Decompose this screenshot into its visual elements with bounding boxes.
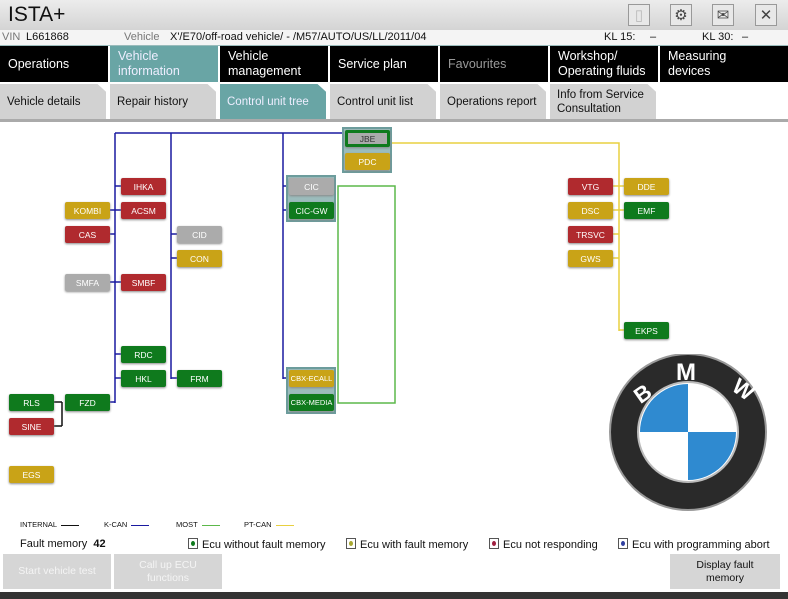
ecu-cid[interactable]: CID [177, 226, 222, 243]
ecu-cic-gw[interactable]: CIC-GW [289, 202, 334, 219]
ecu-dde[interactable]: DDE [624, 178, 669, 195]
subtab-control-unit-list[interactable]: Control unit list [330, 84, 436, 119]
ecu-egs[interactable]: EGS [9, 466, 54, 483]
tab-vehicle-information[interactable]: Vehicle information [110, 46, 220, 82]
status-with-fault: Ecu with fault memory [346, 538, 468, 551]
bottom-border [0, 592, 788, 599]
gear-icon[interactable]: ⚙ [670, 4, 692, 26]
subtab-repair-history[interactable]: Repair history [110, 84, 216, 119]
vehicle-label: Vehicle [124, 31, 160, 43]
ecu-cic[interactable]: CIC [289, 178, 334, 195]
ecu-acsm[interactable]: ACSM [121, 202, 166, 219]
subtab-vehicle-details[interactable]: Vehicle details [0, 84, 106, 119]
call-up-ecu-functions-button[interactable]: Call up ECU functions [114, 554, 222, 589]
subtab-operations-report[interactable]: Operations report [440, 84, 546, 119]
mail-icon[interactable]: ✉ [712, 4, 734, 26]
tab-service-plan[interactable]: Service plan [330, 46, 440, 82]
ecu-frm[interactable]: FRM [177, 370, 222, 387]
ecu-cbx-media[interactable]: CBX-MEDIA [289, 394, 334, 411]
display-fault-memory-button[interactable]: Display fault memory [670, 554, 780, 589]
start-vehicle-test-button[interactable]: Start vehicle test [3, 554, 111, 589]
kl30-value: – [742, 31, 749, 43]
fault-count: 42 [93, 538, 106, 550]
ecu-smbf[interactable]: SMBF [121, 274, 166, 291]
ecu-rdc[interactable]: RDC [121, 346, 166, 363]
ecu-cas[interactable]: CAS [65, 226, 110, 243]
kl30-label: KL 30: [702, 31, 734, 43]
subtab-control-unit-tree[interactable]: Control unit tree [220, 84, 326, 119]
close-icon[interactable]: ✕ [755, 4, 777, 26]
ecu-fzd[interactable]: FZD [65, 394, 110, 411]
title-bar: ISTA+ ▯ ⚙ ✉ ✕ [0, 0, 788, 30]
ecu-vtg[interactable]: VTG [568, 178, 613, 195]
ecu-gws[interactable]: GWS [568, 250, 613, 267]
ecu-rls[interactable]: RLS [9, 394, 54, 411]
tab-operations[interactable]: Operations [0, 46, 110, 82]
most-ring [337, 185, 396, 404]
ecu-smfa[interactable]: SMFA [65, 274, 110, 291]
subtab-service-consultation[interactable]: Info from Service Consultation [550, 84, 656, 119]
status-no-fault: Ecu without fault memory [188, 538, 326, 551]
ecu-con[interactable]: CON [177, 250, 222, 267]
tab-measuring-devices[interactable]: Measuring devices [668, 49, 727, 78]
ecu-trsvc[interactable]: TRSVC [568, 226, 613, 243]
ecu-ihka[interactable]: IHKA [121, 178, 166, 195]
legend-internal: INTERNAL [20, 520, 80, 529]
vehicle-value: X'/E70/off-road vehicle/ - /M57/AUTO/US/… [170, 31, 427, 43]
ecu-dsc[interactable]: DSC [568, 202, 613, 219]
ecu-ekps[interactable]: EKPS [624, 322, 669, 339]
tab-workshop[interactable]: Workshop/ Operating fluids [550, 46, 660, 82]
ecu-hkl[interactable]: HKL [121, 370, 166, 387]
ecu-cbx-ecall[interactable]: CBX-ECALL [289, 370, 334, 387]
main-nav: Operations Vehicle information Vehicle m… [0, 46, 788, 82]
status-not-responding: Ecu not responding [489, 538, 598, 551]
app-title: ISTA+ [8, 3, 66, 26]
sub-nav: Vehicle details Repair history Control u… [0, 84, 788, 122]
kl15-value: – [650, 31, 657, 43]
svg-text:M: M [676, 359, 696, 386]
bmw-logo: B M W [609, 354, 767, 511]
ptcan-lines [392, 142, 624, 331]
tab-vehicle-management[interactable]: Vehicle management [220, 46, 330, 82]
ecu-sine[interactable]: SINE [9, 418, 54, 435]
document-icon[interactable]: ▯ [628, 4, 650, 26]
tab-favourites[interactable]: Favourites [440, 46, 550, 82]
ecu-emf[interactable]: EMF [624, 202, 669, 219]
kl15-label: KL 15: [604, 31, 636, 43]
legend-kcan: K-CAN [104, 520, 150, 529]
fault-memory-label: Fault memory 42 [20, 538, 106, 550]
vin-label: VIN [2, 31, 21, 43]
legend-most: MOST [176, 520, 220, 529]
ecu-kombi[interactable]: KOMBI [65, 202, 110, 219]
status-prog-abort: Ecu with programming abort [618, 538, 770, 551]
internal-lines [54, 401, 63, 427]
ecu-jbe[interactable]: JBE [345, 130, 390, 147]
vin-value: L661868 [26, 31, 69, 43]
vehicle-info-bar: VIN L661868 Vehicle X'/E70/off-road vehi… [0, 30, 788, 46]
ecu-pdc[interactable]: PDC [345, 153, 390, 170]
legend-ptcan: PT-CAN [244, 520, 294, 529]
